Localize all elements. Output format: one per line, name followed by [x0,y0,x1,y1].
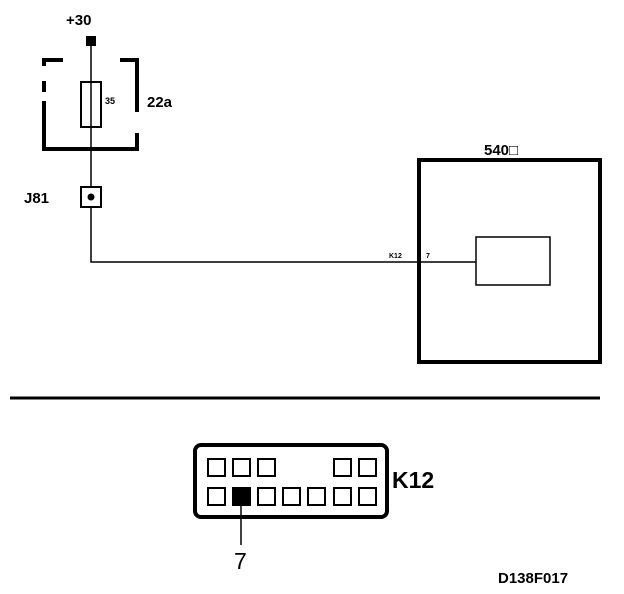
connector-pin [232,458,251,477]
connector-pin [282,487,301,506]
connector-outline [193,443,389,519]
junction-label: J81 [24,190,49,207]
connector-pin [207,487,226,506]
connector-pin [333,458,352,477]
connector-pin [207,458,226,477]
document-id: D138F017 [498,570,568,587]
connector-pin [333,487,352,506]
wire-connector-label: K12 [389,253,402,260]
wire-pin-label: 7 [426,253,430,260]
connector-pin [257,458,276,477]
connector-pin [358,487,377,506]
module-box [417,158,602,364]
connector-pins-top-row [207,458,377,477]
module-label: 540□ [484,142,518,159]
connector-pin [358,458,377,477]
connector-name: K12 [392,467,434,493]
supply-terminal [86,36,96,46]
fuse-rating: 35 [105,96,115,106]
signal-wire [90,207,476,263]
junction-dot [87,193,95,201]
highlighted-pin-label: 7 [234,548,247,574]
connector-pins-bottom-row [207,487,377,506]
module-internal-block [475,236,551,286]
fuse-id: 22a [147,94,173,111]
connector-pin [307,487,326,506]
connector-pin-highlighted [232,487,251,506]
supply-label: +30 [66,12,91,29]
connector-pin [257,487,276,506]
